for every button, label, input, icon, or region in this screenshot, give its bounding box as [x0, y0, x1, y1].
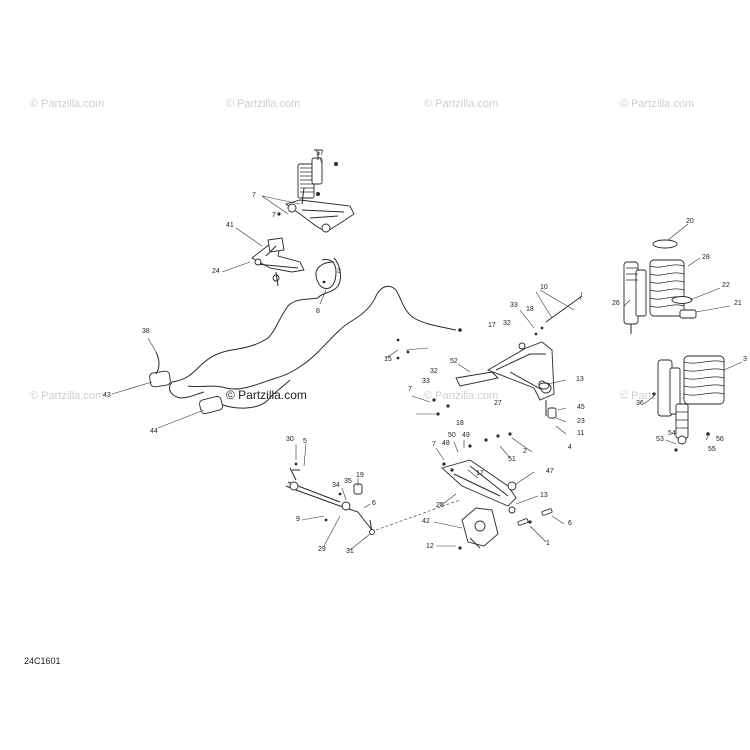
callout-7: 7 [252, 192, 256, 199]
callout-19: 19 [356, 472, 364, 479]
callout-57: 57 [316, 150, 324, 157]
callout-9: 9 [296, 516, 300, 523]
callout-32: 32 [430, 368, 438, 375]
callout-43: 43 [103, 392, 111, 399]
callout-1: 1 [546, 540, 550, 547]
callout-17: 17 [476, 470, 484, 477]
callout-30: 30 [286, 436, 294, 443]
callout-54: 54 [668, 430, 676, 437]
callout-10: 10 [540, 284, 548, 291]
callout-53: 53 [656, 436, 664, 443]
callout-3: 3 [337, 268, 341, 275]
watermark: © Partzilla.com [424, 390, 499, 402]
callout-51: 51 [508, 456, 516, 463]
watermark: © Partzilla.com [226, 98, 301, 110]
callout-7: 7 [408, 386, 412, 393]
callout-48: 48 [442, 440, 450, 447]
watermark-center: © Partzilla.com [226, 388, 307, 402]
callout-34: 34 [332, 482, 340, 489]
callout-8: 8 [316, 308, 320, 315]
callout-26: 26 [612, 300, 620, 307]
callout-25: 25 [436, 502, 444, 509]
front-shock-right-upper [623, 239, 697, 334]
callout-21: 21 [734, 300, 742, 307]
watermark: © Partzilla.com [424, 98, 499, 110]
callout-20: 20 [686, 218, 694, 225]
callout-5: 5 [303, 438, 307, 445]
callout-28: 28 [702, 254, 710, 261]
callout-6: 6 [372, 500, 376, 507]
sway-bar [285, 462, 461, 535]
callout-50: 50 [448, 432, 456, 439]
callout-33: 33 [510, 302, 518, 309]
watermark: © Partzilla.com [620, 98, 695, 110]
callout-7: 7 [272, 212, 276, 219]
leader-lines [111, 157, 743, 551]
swing-arm-bracket [251, 237, 305, 287]
diagram-code: 24C1601 [24, 656, 61, 666]
callout-27: 27 [494, 400, 502, 407]
callout-11: 11 [577, 430, 585, 437]
callout-15: 15 [384, 356, 392, 363]
callout-55: 55 [708, 446, 716, 453]
callout-45: 45 [577, 404, 585, 411]
callout-6: 6 [568, 520, 572, 527]
callout-31: 31 [346, 548, 354, 555]
callout-35: 35 [344, 478, 352, 485]
callout-56: 56 [716, 436, 724, 443]
callout-44: 44 [150, 428, 158, 435]
watermark: © Partzilla.com [30, 98, 105, 110]
cable-line [149, 257, 462, 415]
rear-shock-assembly-upper [277, 149, 355, 233]
callout-13: 13 [540, 492, 548, 499]
callout-41: 41 [226, 222, 234, 229]
callout-52: 52 [450, 358, 458, 365]
callout-7: 7 [432, 441, 436, 448]
watermark: © Partzilla.com [30, 390, 105, 402]
callout-22: 22 [722, 282, 730, 289]
callout-13: 13 [576, 376, 584, 383]
callout-47: 47 [546, 468, 554, 475]
callout-32: 32 [503, 320, 511, 327]
callout-49: 49 [462, 432, 470, 439]
upper-a-arm [396, 295, 583, 419]
callout-3: 3 [743, 356, 747, 363]
callout-23: 23 [577, 418, 585, 425]
lower-a-arm [441, 432, 553, 550]
callout-2: 2 [523, 448, 527, 455]
callout-18: 18 [526, 306, 534, 313]
callout-29: 29 [318, 546, 326, 553]
callout-42: 42 [422, 518, 430, 525]
callout-24: 24 [212, 268, 220, 275]
callout-12: 12 [426, 543, 434, 550]
front-shock-right-lower [652, 355, 725, 452]
callout-4: 4 [568, 444, 572, 451]
callout-17: 17 [488, 322, 496, 329]
callout-36: 36 [636, 400, 644, 407]
callout-38: 38 [142, 328, 150, 335]
callout-33: 33 [422, 378, 430, 385]
callout-18: 18 [456, 420, 464, 427]
